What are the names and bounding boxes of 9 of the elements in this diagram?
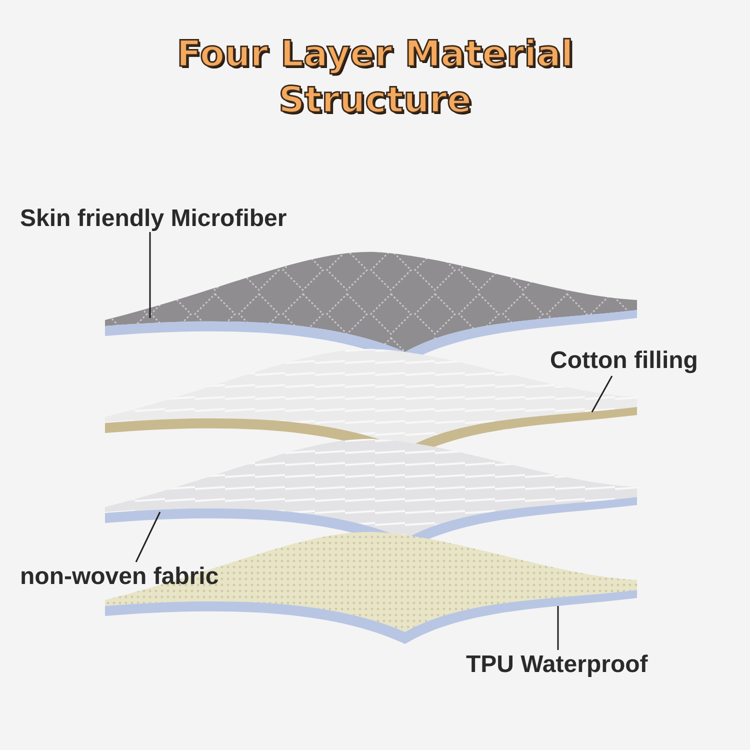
title: Four Layer Material Structure [176, 33, 574, 123]
leader-line [149, 232, 151, 318]
layer-label: TPU Waterproof [466, 650, 648, 680]
leader-line [591, 376, 613, 412]
leader-line [135, 512, 161, 562]
layer-label: non-woven fabric [20, 562, 219, 592]
layer-label: Cotton filling [550, 346, 698, 376]
layer-label: Skin friendly Microfiber [20, 204, 287, 234]
leader-line [557, 606, 559, 650]
